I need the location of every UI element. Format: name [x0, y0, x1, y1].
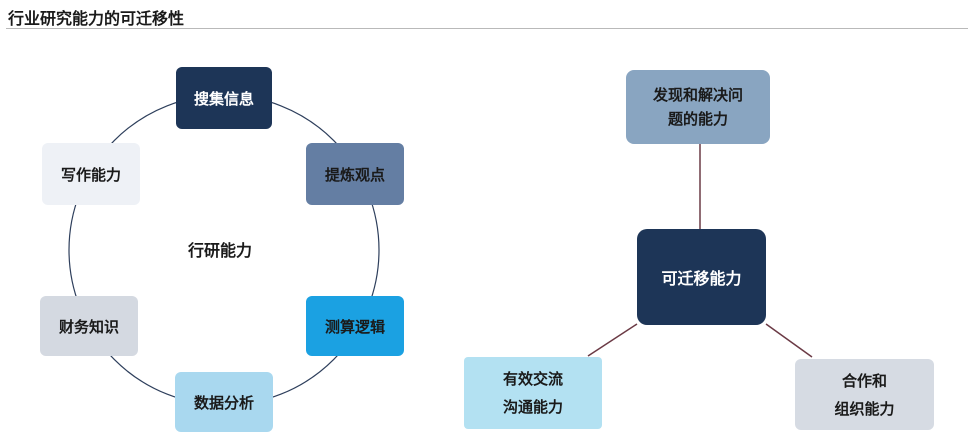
node-finance-knowledge: 财务知识 — [40, 296, 138, 356]
node-teamwork-line2: 组织能力 — [834, 399, 895, 418]
center-label-research-ability: 行研能力 — [188, 241, 253, 260]
node-finance-knowledge-label: 财务知识 — [58, 317, 119, 336]
node-problem-solving-line1: 发现和解决问 — [652, 86, 743, 104]
node-collect-info-label: 搜集信息 — [193, 89, 254, 108]
node-teamwork-line1: 合作和 — [841, 371, 887, 390]
node-collect-info: 搜集信息 — [176, 67, 272, 129]
node-extract-views: 提炼观点 — [306, 143, 404, 205]
node-problem-solving: 发现和解决问 题的能力 — [626, 70, 770, 144]
node-communication-line1: 有效交流 — [502, 370, 563, 388]
node-communication-line2: 沟通能力 — [502, 398, 563, 416]
connector-bottom-right — [765, 323, 813, 358]
connector-bottom-left — [587, 323, 638, 357]
node-transferable-ability: 可迁移能力 — [637, 229, 766, 325]
node-communication: 有效交流 沟通能力 — [464, 357, 602, 429]
node-extract-views-label: 提炼观点 — [324, 165, 385, 184]
node-data-analysis-label: 数据分析 — [193, 393, 254, 412]
node-writing-label: 写作能力 — [60, 165, 121, 184]
node-teamwork: 合作和 组织能力 — [795, 359, 934, 430]
title-divider — [6, 28, 968, 29]
node-writing: 写作能力 — [42, 143, 140, 205]
node-calc-logic: 测算逻辑 — [306, 296, 404, 356]
node-problem-solving-line2: 题的能力 — [667, 110, 728, 128]
page-title: 行业研究能力的可迁移性 — [8, 9, 185, 28]
node-data-analysis: 数据分析 — [175, 372, 273, 432]
node-calc-logic-label: 测算逻辑 — [324, 317, 385, 336]
node-transferable-ability-label: 可迁移能力 — [661, 269, 742, 288]
